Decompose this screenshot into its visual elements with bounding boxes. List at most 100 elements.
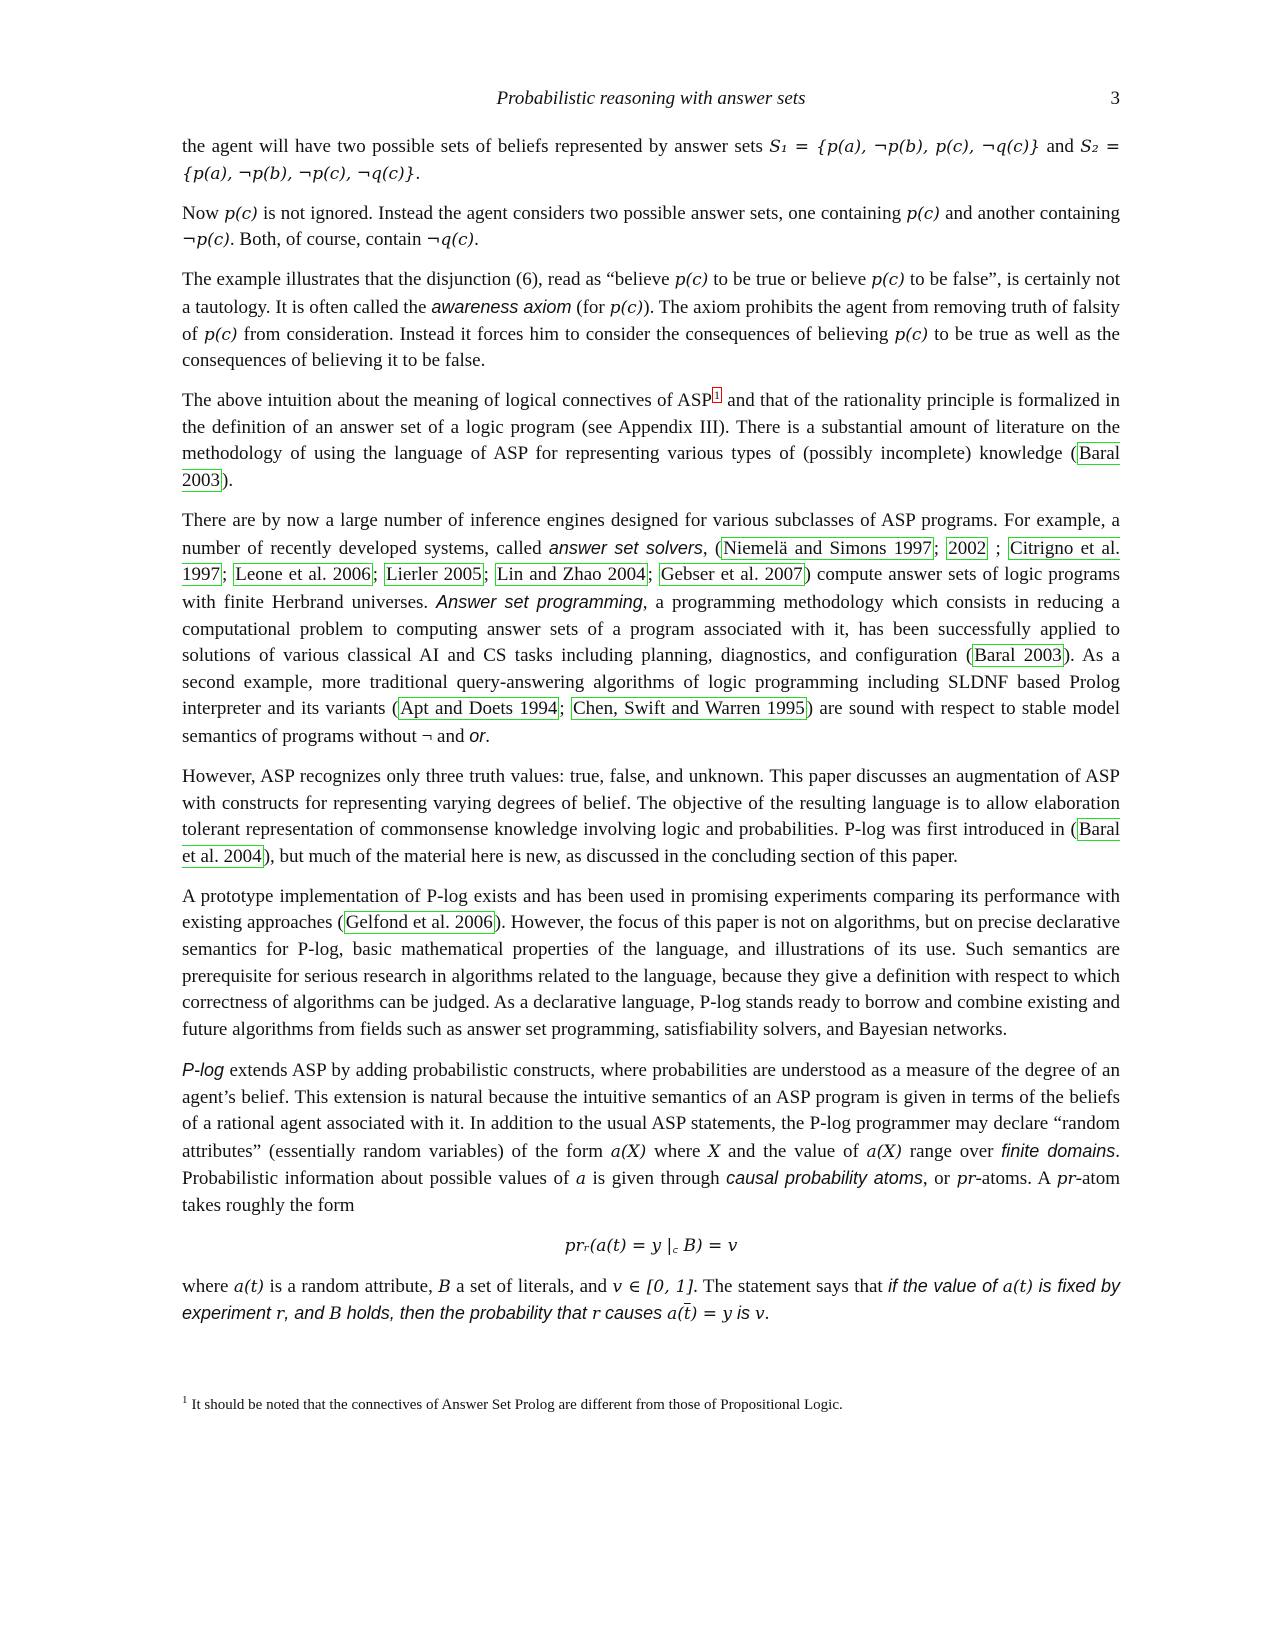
text: . Probabilistic information about possib… — [182, 1140, 1120, 1190]
text: to be true as well as the consequences o… — [182, 323, 1120, 372]
math: a(t) — [233, 1276, 265, 1297]
text: The example illustrates that the disjunc… — [182, 269, 675, 291]
text: ), but much of the material here is new,… — [263, 845, 958, 867]
math: p(c) — [906, 203, 940, 224]
text: is a random attribute, — [264, 1275, 439, 1297]
citation-link[interactable]: Lierler 2005 — [383, 563, 484, 587]
separator: ; — [372, 564, 384, 586]
emphasis: holds, then the probability that — [341, 1303, 592, 1324]
math: ¬q(c) — [426, 230, 475, 251]
page-number: 3 — [1110, 88, 1121, 109]
separator: ; — [933, 537, 947, 559]
citation-link[interactable]: Baral 2003 — [182, 442, 1120, 493]
text: extends ASP by adding probabilistic cons… — [182, 1059, 1120, 1162]
separator: ; — [222, 564, 234, 586]
citation-link[interactable]: Citrigno et al. 1997 — [182, 536, 1121, 587]
display-formula: prᵣ(a(t) = y |꜀ B) = v — [182, 1233, 1120, 1260]
citation-link[interactable]: Gelfond et al. 2006 — [343, 911, 495, 935]
text: the agent will have two possible sets of… — [182, 136, 770, 157]
math: v ∈ [0, 1] — [612, 1276, 694, 1297]
text: is not ignored. Instead the agent consid… — [257, 202, 907, 224]
running-title: Probabilistic reasoning with answer sets — [496, 88, 806, 109]
text: is given through — [585, 1168, 727, 1190]
text: . The statement says that — [693, 1275, 889, 1297]
math: ¬p(c) — [182, 230, 230, 251]
math: r — [276, 1304, 285, 1325]
text: a set of literals, and — [450, 1275, 613, 1297]
emphasis: causes — [600, 1303, 668, 1324]
math: a(X) — [610, 1141, 647, 1162]
text: and that of the rationality principle is… — [182, 390, 1120, 465]
text: . — [474, 229, 479, 251]
text: The above intuition about the meaning of… — [182, 390, 712, 412]
citation-link[interactable]: Niemelä and Simons 1997 — [721, 536, 934, 560]
text: to be false”, is certainly not a tautolo… — [182, 269, 1120, 318]
citation-link[interactable]: Gebser et al. 2007 — [658, 563, 805, 587]
running-head: Probabilistic reasoning with answer sets… — [182, 86, 1120, 112]
math: p(c) — [871, 270, 905, 291]
emphasis: is — [732, 1303, 756, 1324]
text: ). As a second example, more traditional… — [182, 645, 1120, 720]
math: p(c) — [203, 324, 238, 345]
math: v — [755, 1304, 765, 1325]
text: and another containing — [939, 202, 1120, 224]
citation-link[interactable]: 2002 — [946, 536, 989, 560]
text: (for — [571, 296, 610, 318]
math: a( — [667, 1304, 684, 1325]
math: p(c) — [674, 270, 709, 291]
text: -atoms. A — [975, 1168, 1057, 1190]
footnote-mark: 1 — [182, 1394, 188, 1406]
paragraph-4: The above intuition about the meaning of… — [182, 386, 1120, 494]
body-text: the agent will have two possible sets of… — [182, 134, 1121, 1341]
math: a(t) — [1002, 1276, 1034, 1297]
paragraph-2: Now p(c) is not ignored. Instead the age… — [182, 201, 1120, 254]
emphasis: is fixed by experiment — [182, 1275, 1121, 1324]
paragraph-7: A prototype implementation of P-log exis… — [182, 884, 1120, 1044]
text: . Both, of course, contain — [229, 229, 427, 251]
text: . — [485, 725, 490, 747]
text: ). — [222, 470, 234, 492]
text: where — [646, 1140, 709, 1162]
emphasis: answer set solvers — [548, 537, 703, 558]
paragraph-8: P-log extends ASP by adding probabilisti… — [182, 1057, 1120, 1220]
citation-link[interactable]: Apt and Doets 1994 — [398, 697, 560, 721]
separator: ; — [483, 564, 495, 586]
text: There are by now a large number of infer… — [182, 510, 1120, 559]
emphasis: if the value of — [888, 1275, 1003, 1296]
separator: ; — [647, 564, 659, 586]
citation-link[interactable]: Baral et al. 2004 — [182, 818, 1120, 868]
paragraph-9: where a(t) is a random attribute, B a se… — [182, 1273, 1120, 1328]
text: However, ASP recognizes only three truth… — [182, 765, 1120, 841]
math: r — [591, 1304, 601, 1325]
text: where — [182, 1275, 234, 1297]
emphasis: awareness axiom — [431, 296, 572, 317]
emphasis: , and — [284, 1303, 330, 1324]
citation-link[interactable]: Lin and Zhao 2004 — [494, 563, 648, 587]
text: ) are sound with respect to stable model… — [182, 698, 1120, 747]
emphasis: causal probability atoms — [726, 1168, 923, 1189]
text: ) compute answer sets of logic programs … — [182, 564, 1121, 613]
math: p(c) — [224, 203, 258, 224]
math: S₂ = {p(a), ¬p(b), ¬p(c), ¬q(c)} — [182, 137, 1121, 184]
text: , a programming methodology which consis… — [182, 591, 1120, 667]
paragraph-1: the agent will have two possible sets of… — [182, 134, 1120, 187]
separator: ; — [988, 537, 1009, 559]
paragraph-3: The example illustrates that the disjunc… — [182, 267, 1120, 374]
text: Now — [182, 202, 225, 224]
citation-link[interactable]: Chen, Swift and Warren 1995 — [570, 697, 807, 721]
citation-link[interactable]: Leone et al. 2006 — [233, 563, 373, 587]
text: range over — [902, 1140, 1002, 1162]
separator: ; — [559, 698, 571, 720]
math: p(c) — [609, 297, 644, 318]
math: p(c) — [894, 324, 929, 345]
text: and the value of — [720, 1140, 867, 1162]
emphasis: finite domains — [1001, 1140, 1116, 1161]
footnote-link[interactable]: 1 — [711, 386, 722, 403]
text: -atom takes roughly the form — [182, 1168, 1120, 1216]
text: and — [1040, 136, 1081, 157]
text: . — [415, 162, 421, 184]
emphasis: P-log — [182, 1059, 225, 1080]
text: A prototype implementation of P-log exis… — [182, 885, 1120, 934]
citation-link[interactable]: Baral 2003 — [972, 644, 1064, 668]
